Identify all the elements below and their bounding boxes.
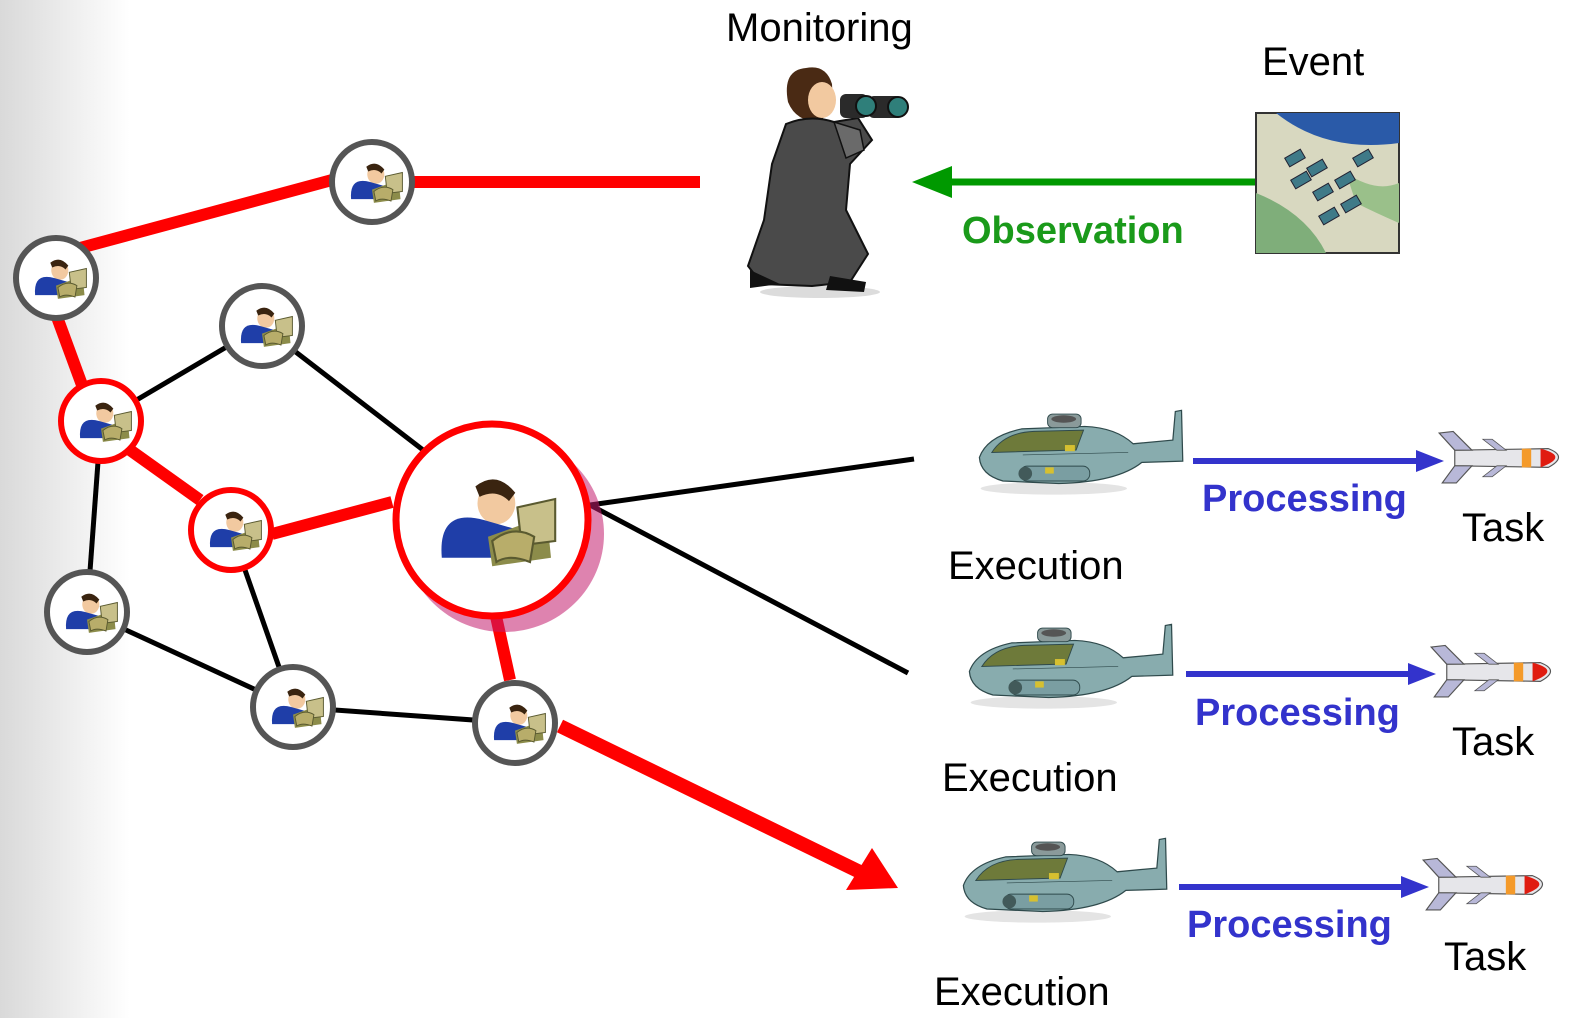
processing-label: Processing <box>1202 478 1407 520</box>
highlight-arrow-shaft <box>556 719 864 879</box>
processing-label: Processing <box>1195 692 1400 734</box>
processing-label: Processing <box>1187 904 1392 946</box>
task-label: Task <box>1462 506 1545 550</box>
monitoring-label: Monitoring <box>726 6 913 50</box>
missile-icon <box>1430 644 1552 698</box>
highlight-link <box>270 496 394 540</box>
execution-label: Execution <box>934 970 1110 1014</box>
link-to-execution-1 <box>589 456 915 508</box>
node <box>219 283 305 369</box>
execution-label: Execution <box>942 756 1118 800</box>
highlight-path <box>51 174 864 879</box>
processing-arrows <box>1179 450 1444 898</box>
node <box>13 235 99 321</box>
node <box>44 569 130 655</box>
processing-arrowhead <box>1401 876 1429 898</box>
missile-icon <box>1438 430 1560 484</box>
highlight-arrowhead <box>846 848 898 890</box>
processing-arrowhead <box>1408 663 1436 685</box>
link-to-execution-2 <box>588 502 910 676</box>
node <box>472 680 558 766</box>
highlighted-node <box>58 378 144 464</box>
highlighted-node <box>188 487 274 573</box>
node <box>329 139 415 225</box>
missile-icon <box>1422 857 1544 911</box>
event-label: Event <box>1262 40 1365 84</box>
helicopter-icon <box>968 623 1174 710</box>
observation-arrowhead <box>912 166 952 198</box>
execution-label: Execution <box>948 544 1124 588</box>
processing-arrowhead <box>1416 450 1444 472</box>
task-label: Task <box>1452 720 1535 764</box>
task-label: Task <box>1444 935 1527 979</box>
helicopter-icon <box>978 409 1184 496</box>
node <box>250 664 336 750</box>
person-with-binoculars-icon <box>746 67 909 298</box>
highlight-link <box>78 174 334 254</box>
aerial-base-map-icon <box>1255 112 1400 254</box>
background-gradient <box>0 0 130 1018</box>
observation-label: Observation <box>962 210 1184 252</box>
highlight-link <box>51 314 88 388</box>
highlight-link <box>126 445 204 505</box>
central-node <box>392 420 604 632</box>
helicopter-icon <box>962 837 1168 924</box>
